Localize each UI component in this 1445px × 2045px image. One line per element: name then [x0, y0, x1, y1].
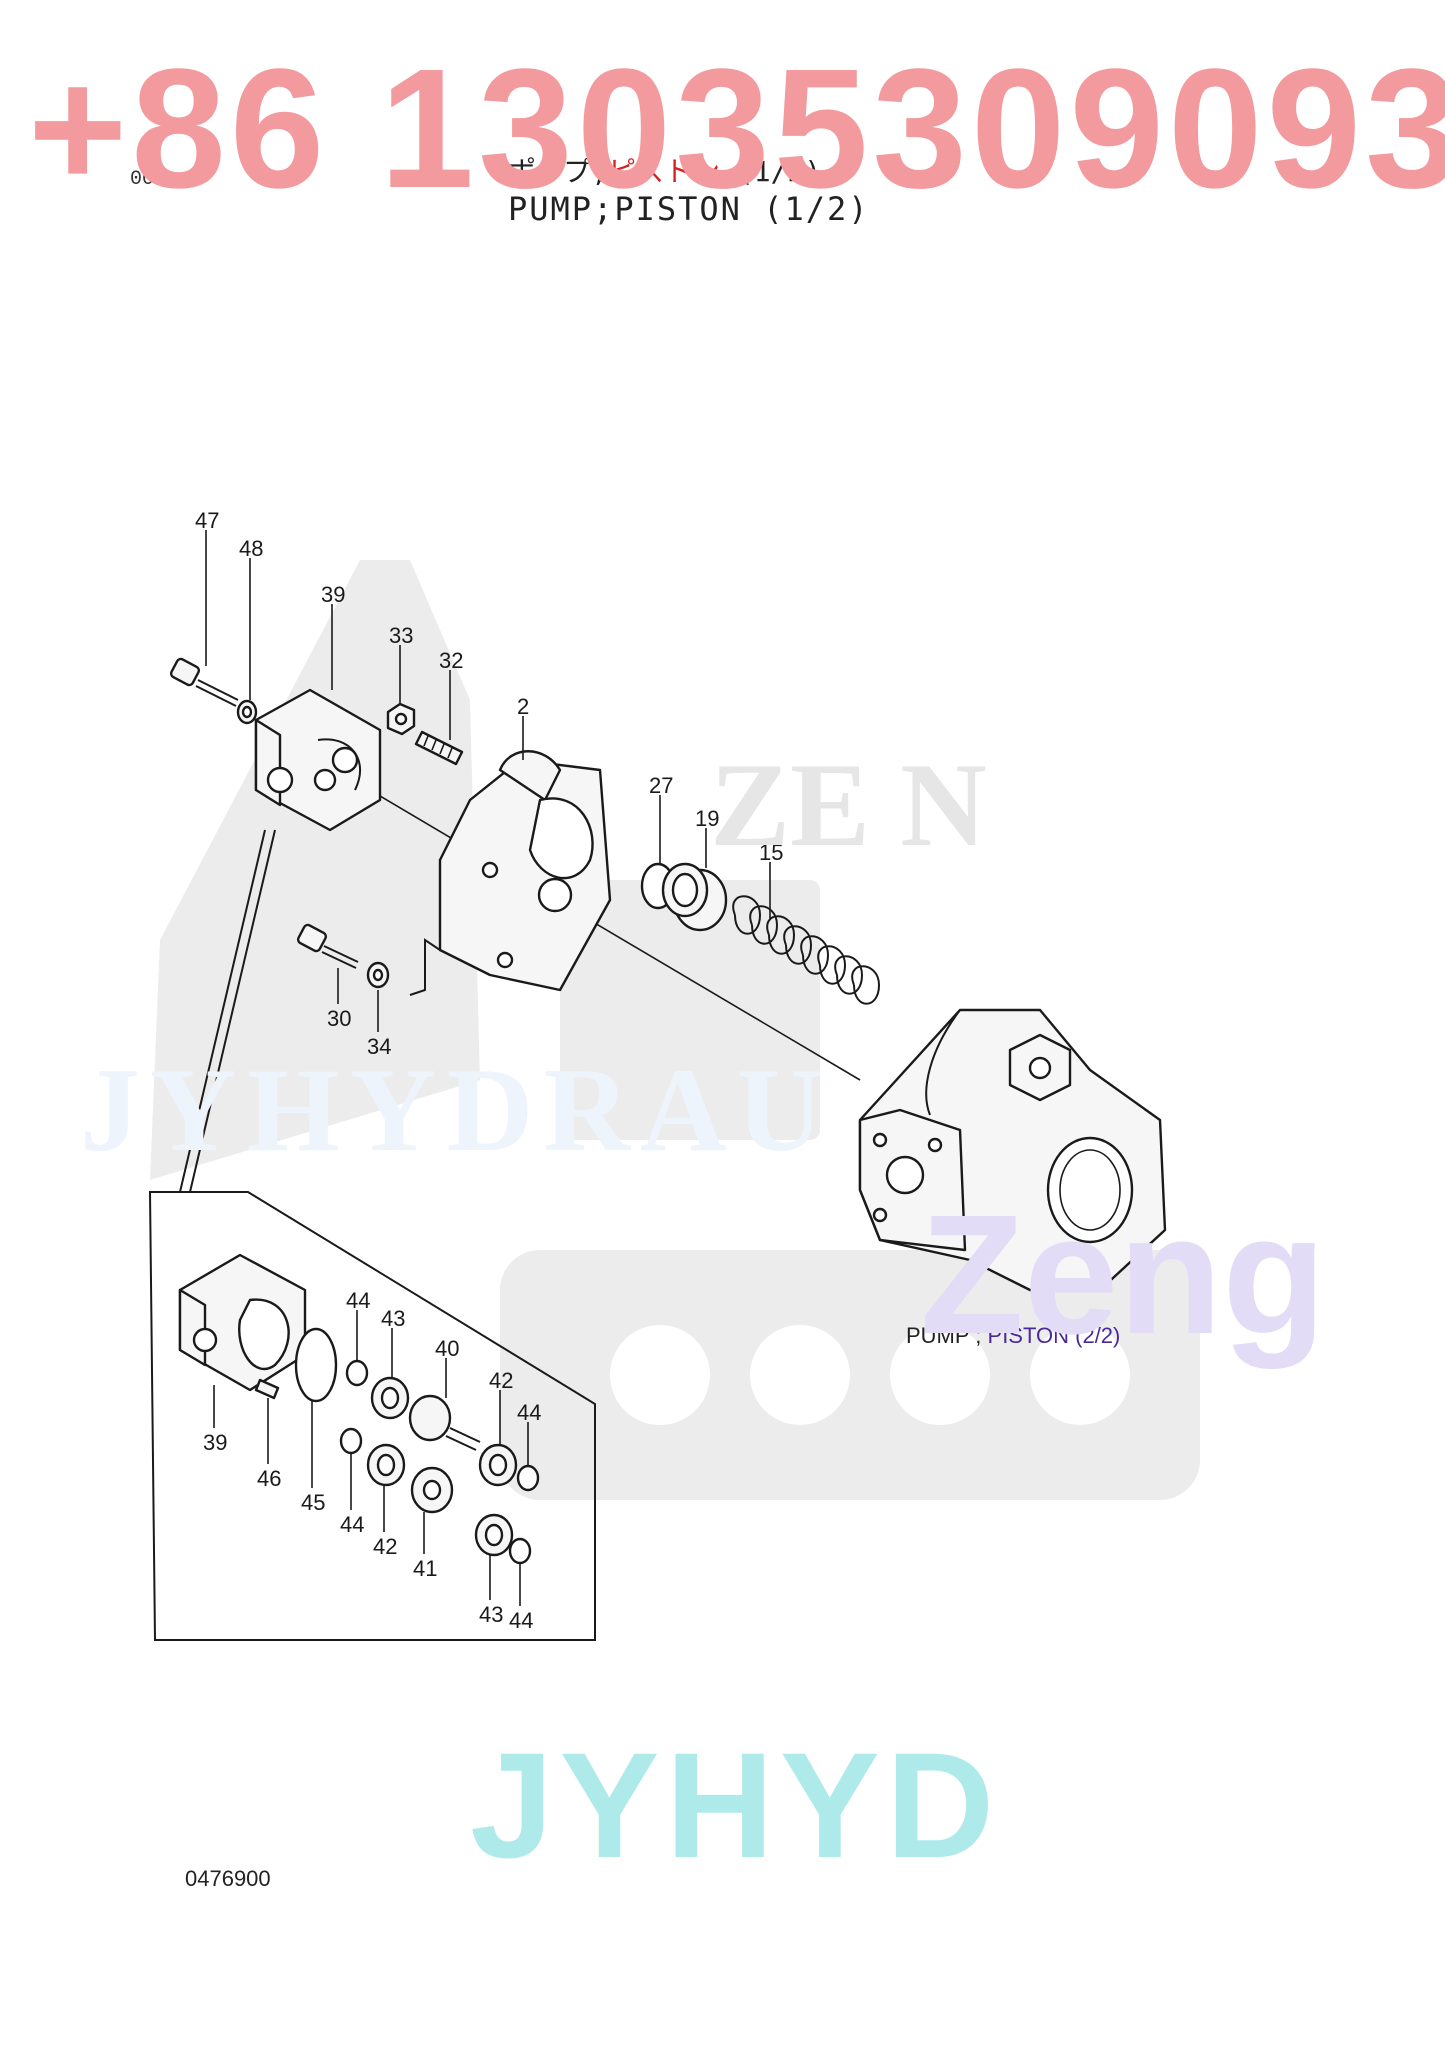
callout-44b: 44 — [517, 1400, 541, 1425]
o-ring-45 — [294, 1327, 338, 1403]
driven-gear-41 — [410, 1466, 454, 1514]
callout-46: 46 — [257, 1466, 281, 1491]
set-screw-32 — [414, 730, 464, 766]
title-jp-highlight: ピストン — [608, 155, 721, 188]
callout-41: 41 — [413, 1556, 437, 1581]
pump-housing-2 — [409, 750, 612, 996]
callout-44d: 44 — [509, 1608, 533, 1633]
callout-43b: 43 — [479, 1602, 503, 1627]
drive-gear-40 — [408, 1394, 481, 1451]
detail-frame — [148, 1191, 596, 1641]
piston-19 — [661, 862, 728, 932]
bearing-43b — [474, 1513, 514, 1557]
bearing-43a — [370, 1376, 410, 1420]
spring-15 — [732, 895, 881, 1005]
gear-cover-39 — [254, 688, 382, 832]
callout-19: 19 — [695, 806, 719, 831]
callout-42a: 42 — [489, 1368, 513, 1393]
washer-48 — [236, 699, 258, 725]
ring-44d — [508, 1537, 532, 1565]
callout-44a: 44 — [346, 1288, 370, 1313]
ring-44b — [516, 1464, 540, 1492]
callout-15: 15 — [759, 840, 783, 865]
bearing-42b — [366, 1443, 406, 1487]
drawing-number: 0476900 — [185, 1866, 271, 1891]
nut-33 — [386, 702, 416, 736]
bolt-47 — [169, 657, 239, 707]
bolt-30 — [296, 923, 359, 969]
dowel-pin-46 — [254, 1378, 280, 1400]
reference-label: PUMP ; PISTON (2/2) — [906, 1323, 1120, 1349]
callout-40: 40 — [435, 1336, 459, 1361]
title-jp-prefix: ポンプ; — [508, 155, 609, 188]
callout-30: 30 — [327, 1006, 351, 1031]
callout-2: 2 — [517, 694, 529, 719]
callout-34: 34 — [367, 1034, 391, 1059]
callout-47: 47 — [195, 508, 219, 533]
ring-44c — [339, 1427, 363, 1455]
callout-45: 45 — [301, 1490, 325, 1515]
title-jp-suffix: (1/2) — [720, 155, 822, 188]
title-english: PUMP;PISTON (1/2) — [508, 190, 870, 228]
reference-label-highlight: PISTON (2/2) — [987, 1323, 1121, 1348]
detail-gear-cover-39 — [178, 1253, 307, 1392]
callout-39b: 39 — [203, 1430, 227, 1455]
bearing-42a — [478, 1443, 518, 1487]
detail-leader-line-2 — [179, 829, 266, 1193]
callout-42b: 42 — [373, 1534, 397, 1559]
main-pump-body — [858, 1008, 1167, 1292]
washer-34 — [366, 961, 390, 989]
callout-43a: 43 — [381, 1306, 405, 1331]
callout-44c: 44 — [340, 1512, 364, 1537]
sheet-number: 001 — [130, 168, 167, 191]
callout-48: 48 — [239, 536, 263, 561]
title-japanese: ポンプ;ピストン (1/2) — [508, 150, 821, 190]
callout-39a: 39 — [321, 582, 345, 607]
callout-27: 27 — [649, 773, 673, 798]
callout-32: 32 — [439, 648, 463, 673]
callout-33: 33 — [389, 623, 413, 648]
ring-44a — [345, 1359, 369, 1387]
reference-label-prefix: PUMP ; — [906, 1323, 988, 1348]
detail-leader-line — [189, 829, 276, 1193]
